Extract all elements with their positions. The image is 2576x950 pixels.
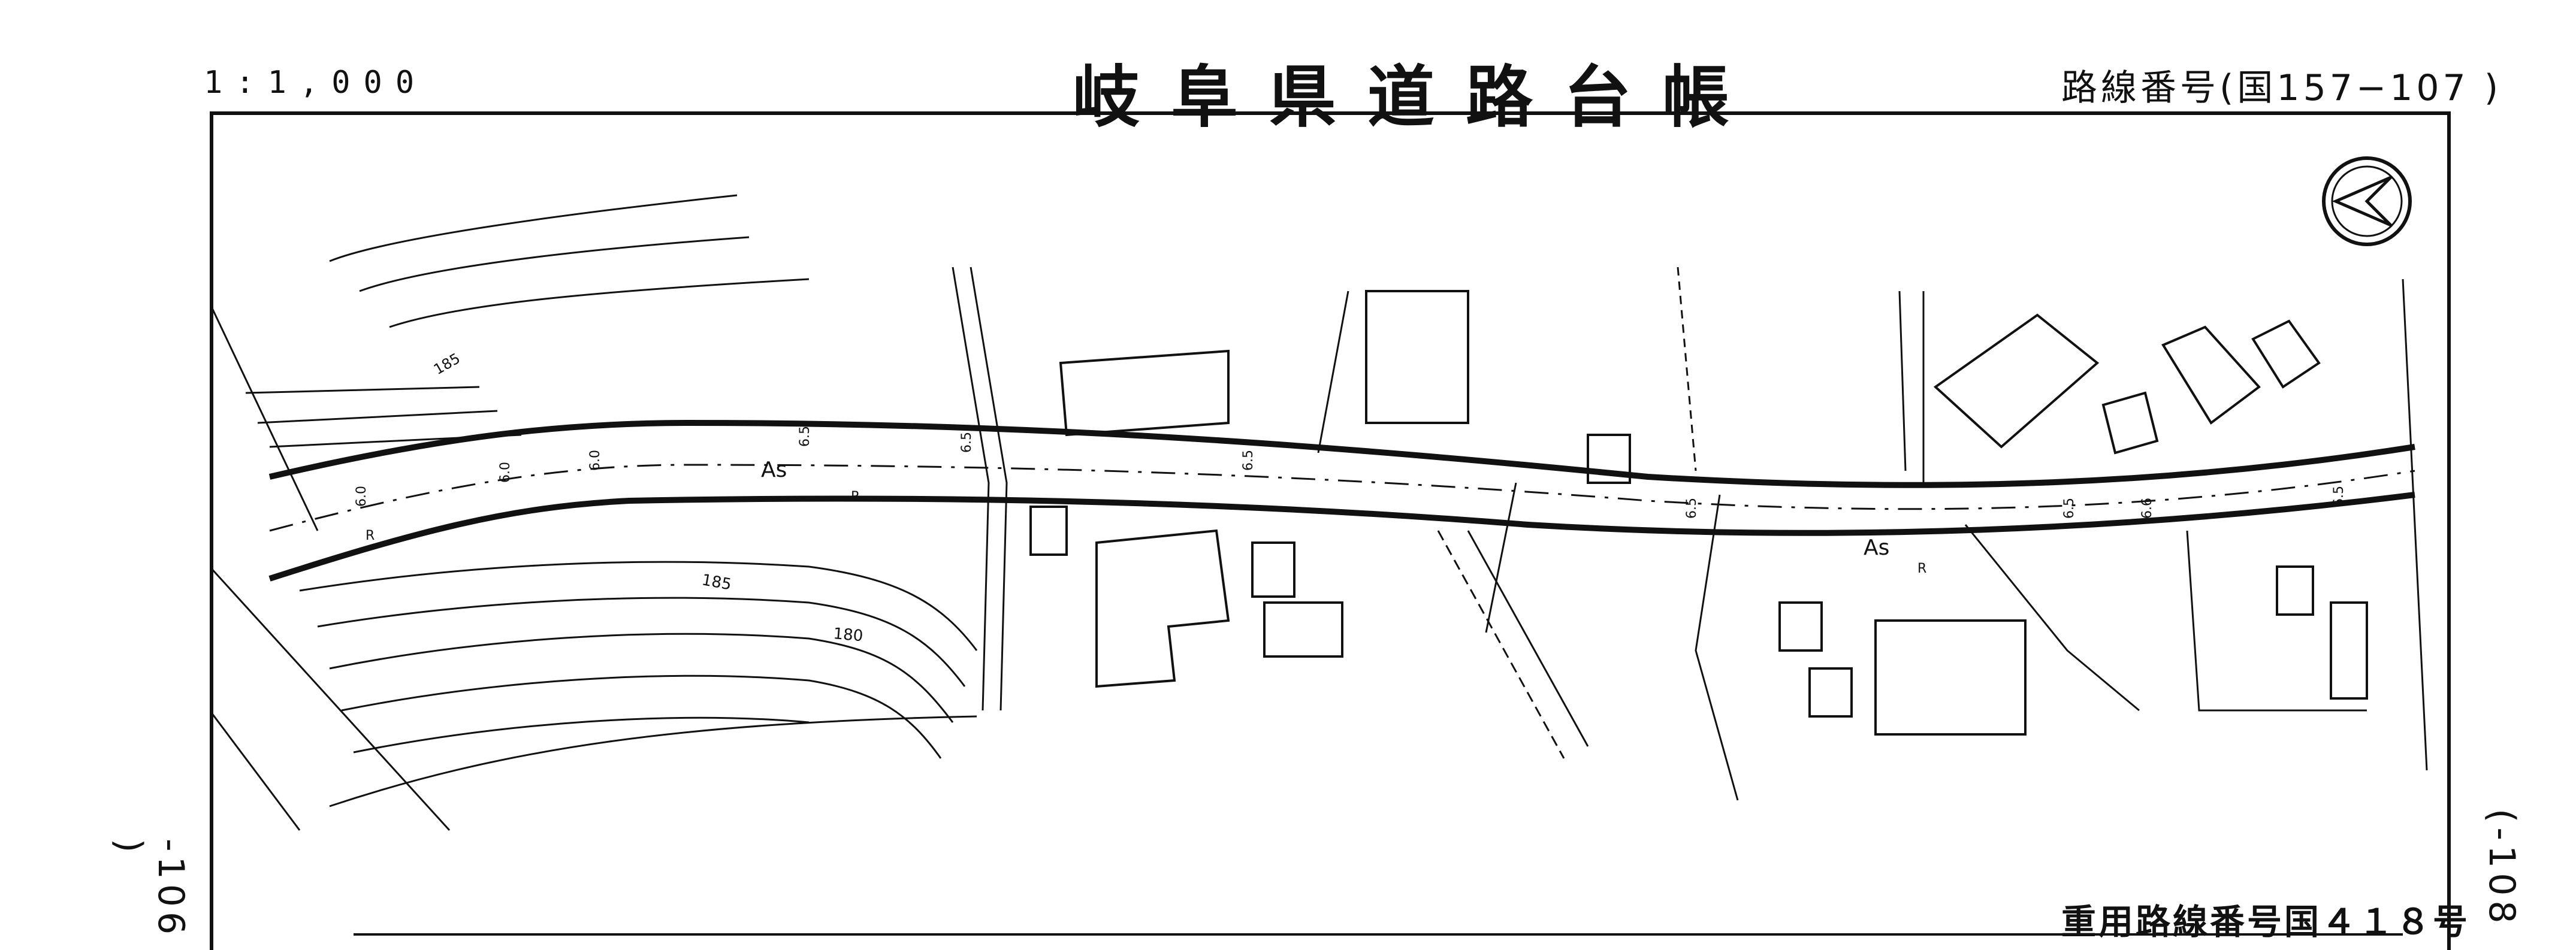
road-edges [268, 419, 2415, 582]
width-label: 6.0 [498, 462, 513, 483]
width-label: 6.0 [588, 450, 603, 471]
surface-label: As [1864, 535, 1889, 560]
side-label: R [366, 528, 375, 543]
contour-lines [210, 561, 978, 831]
contour-label: 185 [700, 571, 733, 594]
property-lines [1317, 267, 2428, 801]
side-label: R [851, 489, 860, 504]
width-label: 6.5 [2062, 498, 2077, 519]
page-title: 岐阜県道路台帳 [1073, 58, 1760, 137]
width-label: 6.5 [2332, 486, 2347, 507]
scale-label: 1:1,000 [204, 65, 428, 101]
stream [952, 267, 1008, 711]
terrace-lines [210, 194, 810, 531]
buildings [1029, 290, 2368, 736]
surface-label: As [761, 458, 787, 482]
contour-label: 185 [431, 350, 463, 378]
width-label: 6.5 [959, 432, 974, 453]
bank-line [210, 710, 301, 831]
route-number: 路線番号(国157−107 ) [2061, 67, 2502, 109]
width-label: 6.5 [1241, 450, 1256, 471]
north-arrow-icon [2322, 156, 2412, 246]
side-label: R [1917, 561, 1926, 576]
contour-label: 180 [832, 625, 863, 645]
previous-sheet-ref: -106 ) [108, 839, 192, 940]
width-label: 6.5 [1684, 498, 1699, 519]
width-label: 6.0 [354, 486, 369, 507]
width-label: 6.6 [2140, 498, 2155, 519]
map-labels: As As 185 185 180 R R R 6.0 6.0 6.0 6.5 … [354, 350, 2347, 645]
bottom-rule [354, 933, 2403, 936]
road-map: As As 185 185 180 R R R 6.0 6.0 6.0 6.5 … [210, 156, 2428, 831]
width-label: 6.5 [798, 426, 813, 447]
map-frame [210, 111, 2451, 950]
next-sheet-ref: (-108 [2481, 809, 2523, 928]
duplicate-route-label: 重用路線番号国４１８号 [2061, 901, 2471, 942]
